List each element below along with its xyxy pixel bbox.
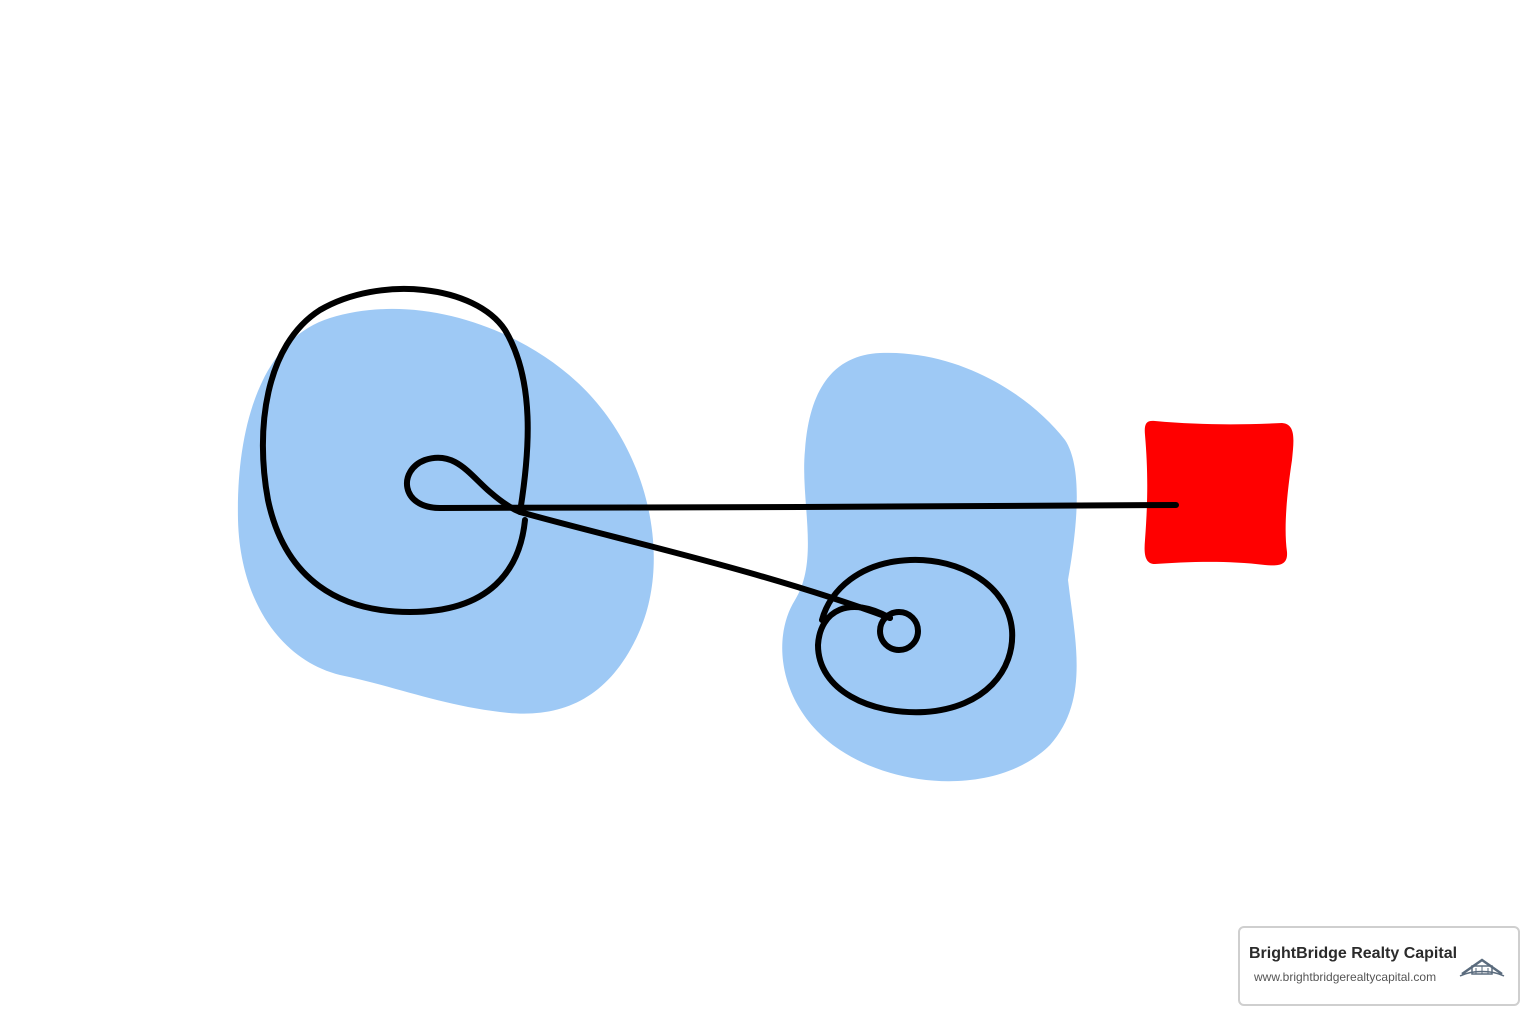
right-outer-oval <box>815 556 1016 716</box>
red-target-square <box>1144 420 1294 566</box>
brand-url[interactable]: www.brightbridgerealtycapital.com <box>1254 970 1437 984</box>
brand-card[interactable]: BrightBridge Realty Capital www.brightbr… <box>1238 926 1520 1006</box>
left-blue-region <box>237 308 654 714</box>
bridge-house-logo-icon <box>1459 958 1505 977</box>
brand-name: BrightBridge Realty Capital <box>1249 945 1458 962</box>
large-left-loop <box>259 285 531 615</box>
diagonal-connector <box>517 509 893 621</box>
right-blue-region <box>782 352 1077 782</box>
right-inner-circle <box>877 609 921 653</box>
looping-path <box>259 285 1179 716</box>
small-teardrop-loop <box>404 454 523 515</box>
path-segment-to-target <box>437 502 1179 511</box>
